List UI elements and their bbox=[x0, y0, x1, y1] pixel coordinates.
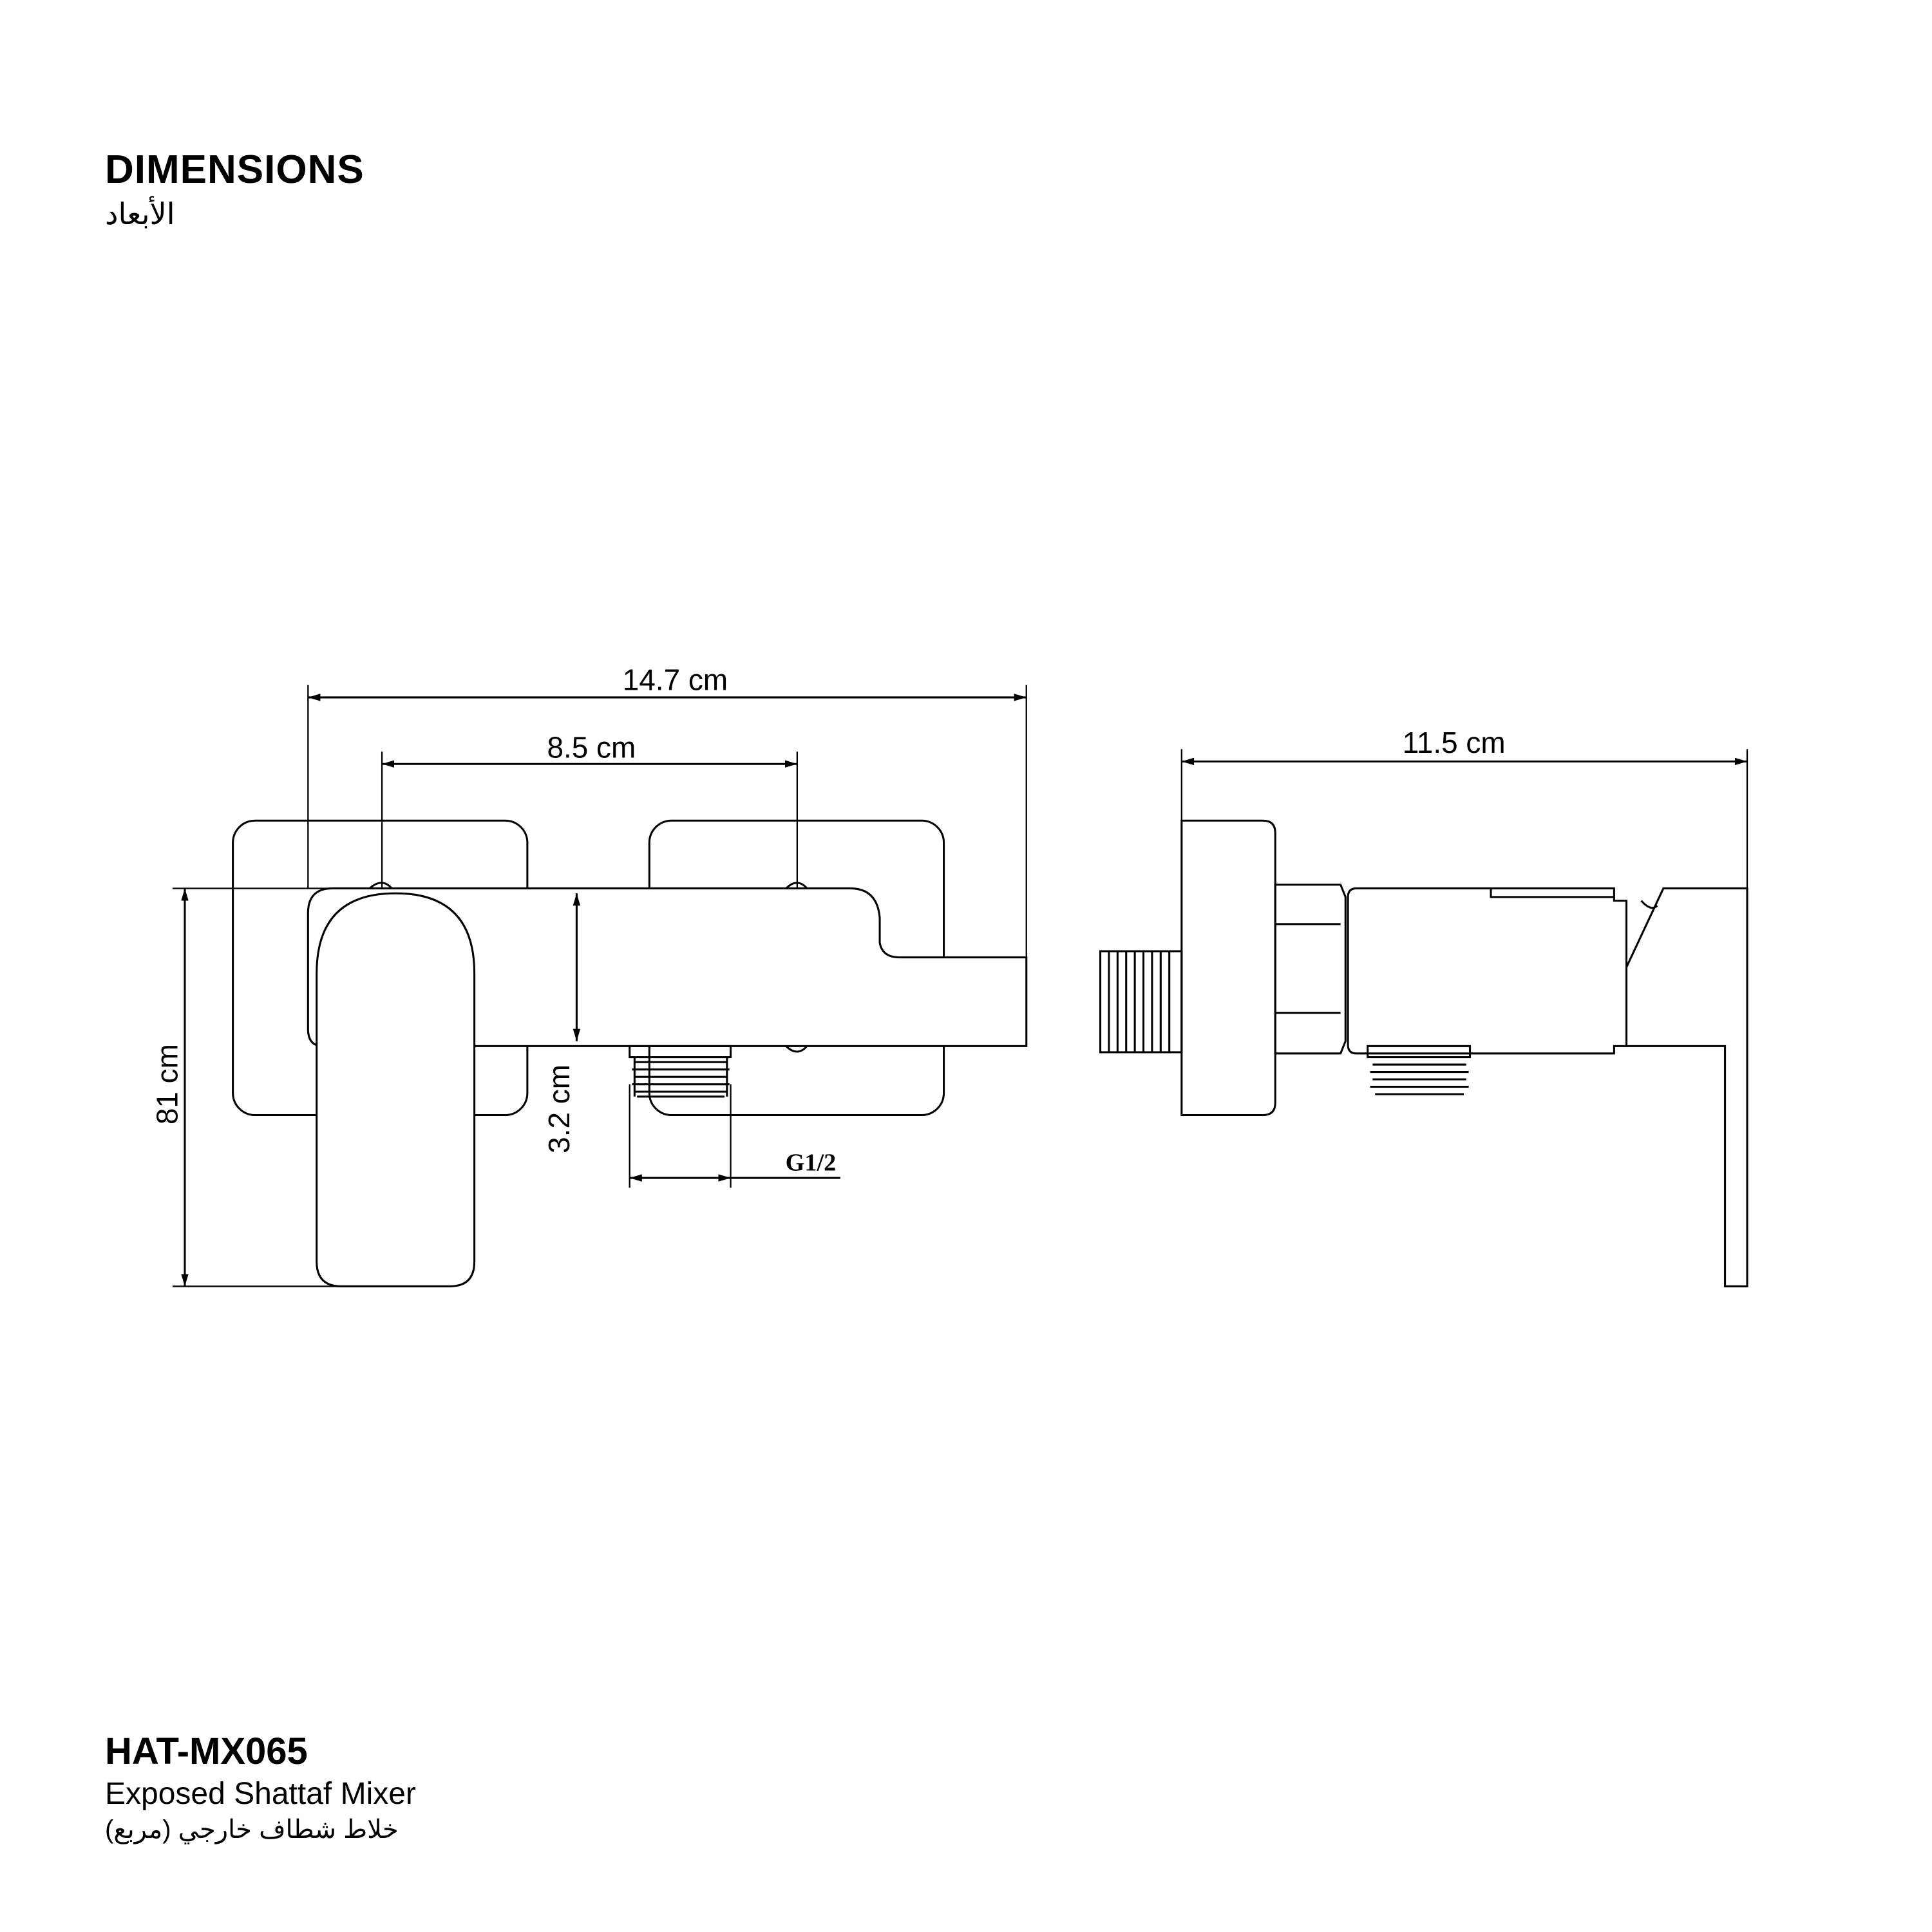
side-wall-plate bbox=[1180, 819, 1276, 1117]
outlet-thread bbox=[629, 1045, 732, 1098]
side-view bbox=[1099, 749, 1748, 1287]
model-number: HAT-MX065 bbox=[105, 1730, 308, 1772]
thread-label: G1/2 bbox=[786, 1150, 837, 1177]
overall-length-label: 14.7 cm bbox=[623, 663, 728, 696]
front-view bbox=[172, 685, 1028, 1287]
side-body bbox=[1347, 887, 1628, 1055]
inlet-thread bbox=[1099, 950, 1183, 1054]
hex-nut bbox=[1274, 884, 1347, 1055]
mixer-body bbox=[307, 887, 1028, 1047]
section-title-arabic: الأبعاد bbox=[105, 197, 175, 231]
product-name-arabic: خلاط شطاف خارجي (مربع) bbox=[105, 1815, 399, 1844]
center-distance-label: 8.5 cm bbox=[547, 731, 636, 764]
handle bbox=[316, 892, 476, 1287]
product-name: Exposed Shattaf Mixer bbox=[105, 1777, 416, 1811]
depth-label: 11.5 cm bbox=[1403, 726, 1506, 759]
side-outlet-thread bbox=[1367, 1045, 1472, 1095]
section-title: DIMENSIONS bbox=[105, 147, 365, 192]
side-lever bbox=[1625, 887, 1748, 1287]
outlet-height-label: 3.2 cm bbox=[542, 1065, 576, 1153]
height-label: 81 cm bbox=[151, 1044, 184, 1124]
